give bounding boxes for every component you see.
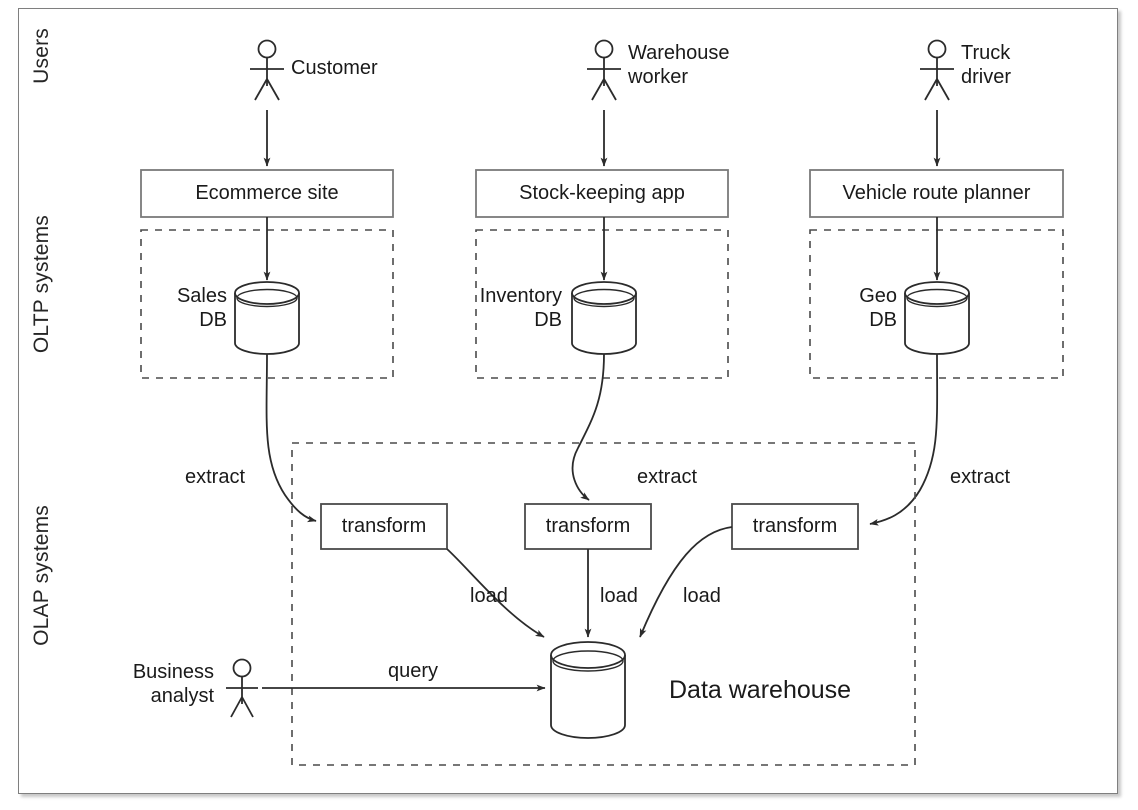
actor-label-business-analyst: Business analyst [124,661,214,708]
db-geo-cylinder [904,281,970,355]
edge-label-extract-3: extract [950,466,1011,488]
actor-label-customer: Customer [291,57,378,79]
actor-label-warehouse-worker-line1: Warehouse [628,42,730,64]
actor-warehouse-worker-figure [587,39,621,101]
edge-label-load-1: load [470,585,508,607]
actor-label-truck-driver-line1: Truck [961,42,1011,64]
db-inventory-cylinder [571,281,637,355]
actor-label-truck-driver-line2: driver [961,65,1012,88]
label-data-warehouse: Data warehouse [669,676,852,704]
label-inventory-db-line1: Inventory [479,285,562,307]
edge-label-extract-2: extract [637,466,698,488]
label-transform-3: transform [752,515,838,537]
edge-extract-geo [869,353,939,526]
actor-truck-driver-figure [920,39,954,101]
label-stock-keeping-app: Stock-keeping app [519,182,685,204]
label-inventory-db: Inventory DB [462,285,562,332]
actor-label-warehouse-worker: Warehouse worker [628,42,730,89]
box-ecommerce-site [140,169,394,218]
actor-business-analyst-figure [226,658,258,718]
edge-extract-sales [265,353,317,523]
label-inventory-db-line2: DB [534,308,562,331]
data-warehouse-cylinder [550,641,626,739]
actor-label-warehouse-worker-line2: worker [628,65,689,88]
group-oltp-inventory [475,229,729,379]
actor-label-business-analyst-line1: Business [132,661,214,683]
box-transform-3 [731,503,859,550]
label-transform-1: transform [341,515,427,537]
box-stock-keeping-app [475,169,729,218]
group-olap [291,442,916,766]
label-geo-db: Geo DB [825,285,897,332]
label-vehicle-route-planner: Vehicle route planner [842,182,1031,204]
lane-label-olap: OLAP systems [30,505,53,646]
box-vehicle-route-planner [809,169,1064,218]
lane-label-oltp: OLTP systems [30,215,53,354]
edge-load-3 [639,526,733,638]
edge-label-query: query [388,660,439,682]
db-sales-cylinder [234,281,300,355]
edge-label-load-2: load [600,585,638,607]
label-sales-db-line1: Sales [176,285,227,307]
edge-label-load-3: load [683,585,721,607]
edge-extract-inventory [571,353,605,501]
actor-label-business-analyst-line2: analyst [150,684,214,707]
box-transform-2 [524,503,652,550]
label-sales-db-line2: DB [199,308,227,331]
box-transform-1 [320,503,448,550]
lane-label-users: Users [30,28,53,84]
actor-label-truck-driver: Truck driver [961,42,1011,89]
label-sales-db: Sales DB [155,285,227,332]
edge-label-extract-1: extract [185,466,246,488]
label-ecommerce-site: Ecommerce site [195,182,339,204]
label-geo-db-line2: DB [869,308,897,331]
label-geo-db-line1: Geo [859,285,897,307]
actor-customer-figure [250,39,284,101]
label-transform-2: transform [545,515,631,537]
edge-load-1 [446,548,545,638]
